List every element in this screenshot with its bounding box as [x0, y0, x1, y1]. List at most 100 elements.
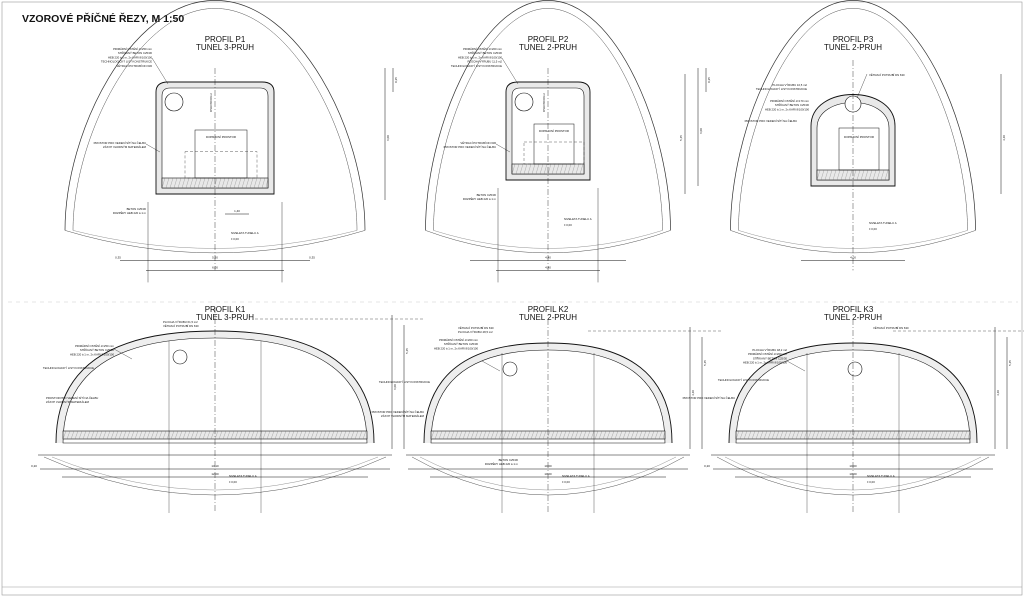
temporary-invert-slab-hatch — [454, 430, 459, 440]
concrete-floor-hatch — [844, 169, 849, 181]
temporary-invert-slab-hatch — [266, 430, 271, 440]
niveleta-value: ± 0,00 — [229, 480, 237, 484]
temporary-invert-slab-hatch — [843, 430, 848, 440]
temporary-invert-slab-hatch — [582, 430, 587, 440]
concrete-floor-hatch — [551, 163, 556, 175]
niveleta-label: NIVELETA TUNELU A — [869, 221, 897, 225]
vertical-dim-right-label: 4,40 — [1002, 135, 1006, 141]
temporary-invert-slab-hatch — [306, 430, 311, 440]
concrete-floor-hatch — [559, 163, 564, 175]
upper-note-3: HEB 220 á 1 m, 2x KARI 8/100/100 — [743, 361, 787, 365]
concrete-floor-hatch — [872, 169, 877, 181]
concrete-floor-hatch — [257, 177, 262, 189]
profile-title: PROFIL K3 — [833, 305, 874, 314]
niveleta-value: ± 0,00 — [231, 237, 239, 241]
vehicle-label: DOPRAVNÍ PROSTOR — [206, 135, 236, 139]
concrete-floor-hatch — [876, 169, 881, 181]
temporary-invert-slab-hatch — [158, 430, 163, 440]
niveleta-value: ± 0,00 — [869, 227, 877, 231]
temporary-invert-slab-hatch — [919, 430, 924, 440]
concrete-floor-hatch — [868, 169, 873, 181]
concrete-floor-hatch — [860, 169, 865, 181]
profile-subtitle: TUNEL 2-PRUH — [824, 313, 882, 322]
concrete-floor-hatch — [169, 177, 174, 189]
concrete-floor-hatch — [165, 177, 170, 189]
temporary-invert-slab-hatch — [470, 430, 475, 440]
temporary-invert-slab-hatch — [154, 430, 159, 440]
concrete-floor-hatch — [864, 169, 869, 181]
mid-note-0: TECHNOLOGICKÝ LIST KONSTRUKCE — [718, 378, 769, 382]
temporary-invert-slab-hatch — [506, 430, 511, 440]
excavation-outline — [64, 0, 366, 231]
concrete-floor-hatch — [539, 163, 544, 175]
concrete-floor-hatch — [193, 177, 198, 189]
upper-note-2: STŘÍKANÝ BETON C25/30 — [753, 355, 788, 360]
temporary-invert-slab-hatch — [899, 430, 904, 440]
upper-note-1: STŘÍKANÝ BETON C25/30 — [80, 347, 115, 352]
mid-note-0: TECHNOLOGICKÝ LIST KONSTRUKCE — [379, 380, 430, 384]
concrete-floor-hatch — [189, 177, 194, 189]
leader-2 — [495, 143, 511, 153]
excavation-outline-inner — [72, 8, 358, 231]
temporary-invert-slab-hatch — [122, 430, 127, 440]
temporary-invert-slab-hatch — [142, 430, 147, 440]
profile-title: PROFIL P3 — [833, 35, 874, 44]
temporary-invert-slab-hatch — [526, 430, 531, 440]
temporary-invert-slab-hatch — [202, 430, 207, 440]
upper-note-3: PLOCHA VÝRUBU 11,5 m2 — [468, 60, 503, 64]
top-note-0: VĚTRACÍ POTRUBÍ DN 630 — [873, 325, 909, 330]
clearance-outline — [523, 141, 585, 165]
temporary-invert-slab-hatch — [590, 430, 595, 440]
mid-note-1: STŘÍKANÝ BETON C25/30 — [775, 102, 810, 107]
temporary-invert-slab-hatch — [270, 430, 275, 440]
upper-note-0: PLOCHA VÝRUBU 48,2 m2 — [752, 348, 787, 352]
temporary-invert-slab-hatch — [462, 430, 467, 440]
temporary-invert-slab-hatch — [334, 430, 339, 440]
lower-note-0: PROSTOR PRO VEDENÍ SÍTÍ NA ČELBU — [372, 409, 424, 414]
temporary-invert-slab-hatch — [162, 430, 167, 440]
vertical-dim-right-label: 4,40 — [691, 390, 695, 396]
temporary-invert-slab-hatch — [174, 430, 179, 440]
temporary-invert-slab-hatch — [274, 430, 279, 440]
temporary-invert-slab-hatch — [522, 430, 527, 440]
temporary-invert-slab-hatch — [819, 430, 824, 440]
profile-subtitle: TUNEL 2-PRUH — [519, 313, 577, 322]
temporary-invert-slab-hatch — [795, 430, 800, 440]
temporary-invert-slab-hatch — [618, 430, 623, 440]
temporary-invert-slab-hatch — [94, 430, 99, 440]
niveleta-value: ± 0,00 — [867, 480, 875, 484]
concrete-floor-hatch — [543, 163, 548, 175]
temporary-invert-slab-hatch — [474, 430, 479, 440]
temporary-invert-slab-hatch — [70, 430, 75, 440]
temporary-invert-slab-hatch — [246, 430, 251, 440]
lining-inner-face — [62, 337, 368, 444]
dim-main: 4,00 — [850, 255, 856, 259]
vehicle-gauge — [838, 127, 880, 171]
axis-label: OSA PROFILU — [209, 93, 213, 112]
concrete-floor-hatch — [209, 177, 214, 189]
concrete-floor-hatch — [575, 163, 580, 175]
temporary-invert-slab-hatch — [74, 430, 79, 440]
temporary-invert-slab-hatch — [578, 430, 583, 440]
temporary-invert-slab-hatch — [438, 430, 443, 440]
vertical-dim-label-2: 0,25 — [394, 77, 398, 83]
niveleta-value: ± 0,00 — [564, 223, 572, 227]
temporary-invert-slab-hatch — [883, 430, 888, 440]
upper-note-0: PRIMÁRNÍ OSTĚNÍ d=250 mm — [75, 343, 115, 348]
concrete-floor-hatch — [515, 163, 520, 175]
temporary-invert-slab-hatch — [634, 430, 639, 440]
temporary-invert-slab-hatch — [931, 430, 936, 440]
temporary-invert-slab-hatch — [650, 430, 655, 440]
temporary-invert-slab-hatch — [482, 430, 487, 440]
mid-note-0: TECHNOLOGICKÝ LIST KONSTRUKCE — [43, 366, 94, 370]
temporary-invert-slab-hatch — [314, 430, 319, 440]
temporary-invert-slab-hatch — [767, 430, 772, 440]
ventilation-duct — [502, 361, 518, 377]
leader-1 — [113, 348, 133, 360]
profile-title: PROFIL P1 — [205, 35, 246, 44]
temporary-invert-slab-hatch — [630, 430, 635, 440]
temporary-invert-slab-hatch — [354, 430, 359, 440]
dim-left: 0,20 — [704, 464, 710, 468]
